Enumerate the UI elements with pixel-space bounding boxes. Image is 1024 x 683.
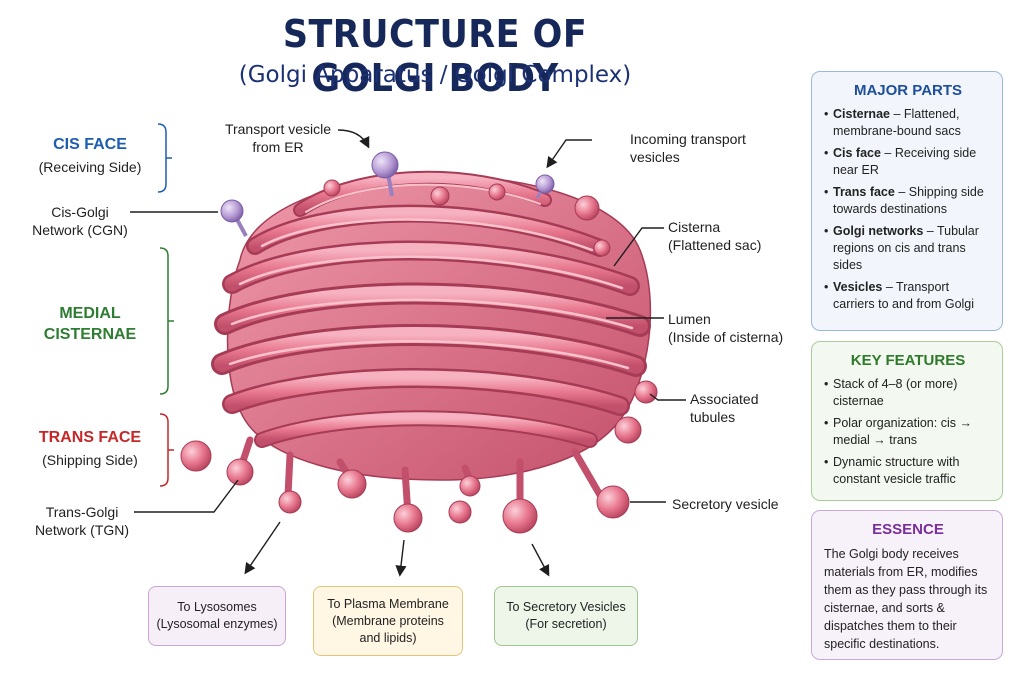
medial-cisternae-bracket (159, 247, 174, 395)
list-item: Polar organization: cis → medial → trans (824, 415, 992, 449)
destination-lysosomes: To Lysosomes (Lysosomal enzymes) (148, 586, 286, 646)
panel-key-features: KEY FEATURES Stack of 4–8 (or more) cist… (811, 341, 1003, 501)
list-item: Cis face – Receiving side near ER (824, 145, 992, 179)
cis-face-heading: CIS FACE (53, 136, 127, 153)
list-item: Stack of 4–8 (or more) cisternae (824, 376, 992, 410)
cis-face-bracket (157, 123, 172, 193)
list-item: Golgi networks – Tubular regions on cis … (824, 223, 992, 274)
trans-face-sub: (Shipping Side) (42, 452, 138, 468)
medial-heading-line1: MEDIAL (59, 305, 121, 322)
list-item: Trans face – Shipping side towards desti… (824, 184, 992, 218)
list-item: Vesicles – Transport carriers to and fro… (824, 279, 992, 313)
label-secretory-vesicle: Secretory vesicle (672, 496, 779, 512)
panel-major-parts: MAJOR PARTS Cisternae – Flattened, membr… (811, 71, 1003, 331)
key-features-title: KEY FEATURES (850, 352, 966, 369)
major-parts-list: Cisternae – Flattened, membrane-bound sa… (824, 106, 992, 313)
secretory-vesicles (180, 179, 658, 534)
golgi-stack (211, 170, 652, 519)
list-item: Dynamic structure with constant vesicle … (824, 454, 992, 488)
major-parts-title: MAJOR PARTS (853, 82, 963, 99)
essence-title: ESSENCE (872, 521, 944, 538)
trans-face-heading: TRANS FACE (38, 429, 142, 446)
label-cisterna: Cisterna(Flattened sac) (668, 219, 762, 253)
list-item: Cisternae – Flattened, membrane-bound sa… (824, 106, 992, 140)
trans-face-bracket (159, 413, 174, 487)
panel-essence: ESSENCE The Golgi body receives material… (811, 510, 1003, 660)
leader-lines (130, 129, 686, 577)
cis-face-sub: (Receiving Side) (38, 159, 142, 175)
label-lumen: Lumen(Inside of cisterna) (668, 311, 784, 345)
page-title: STRUCTURE OF GOLGI BODY (282, 12, 588, 100)
incoming-transport-vesicles (220, 151, 555, 237)
destination-secretory-vesicles: To Secretory Vesicles (For secretion) (494, 586, 638, 646)
essence-text: The Golgi body receives materials from E… (824, 547, 988, 651)
page-subtitle: (Golgi Apparatus / Golgi Complex) (238, 62, 632, 88)
medial-heading-line2: CISTERNAE (43, 326, 137, 343)
key-features-list: Stack of 4–8 (or more) cisternae Polar o… (824, 376, 992, 488)
destination-plasma-membrane: To Plasma Membrane (Membrane proteins an… (313, 586, 463, 656)
